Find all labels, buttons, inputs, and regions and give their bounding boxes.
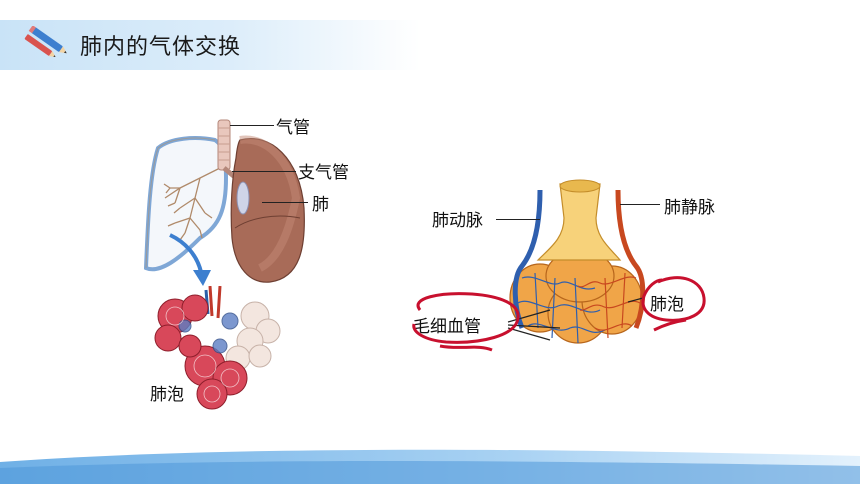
alveolus-annotation-circle	[641, 276, 706, 332]
alveolar-sac-illustration	[509, 179, 646, 344]
slide-title: 肺内的气体交换	[80, 35, 242, 60]
alveoli-cluster-illustration	[154, 286, 281, 410]
alveoli-label: 肺泡	[150, 385, 184, 405]
lung-label: 肺	[312, 195, 329, 215]
trachea-label: 气管	[276, 118, 310, 138]
trachea-leader-line	[230, 125, 274, 127]
header-band	[0, 20, 420, 70]
lungs-illustration	[143, 119, 305, 283]
bronchus-leader-line	[232, 171, 296, 173]
bronchus-label: 支气管	[298, 163, 349, 183]
alveolus-label: 肺泡	[650, 295, 684, 315]
pulmonary-artery-label: 肺动脉	[432, 211, 483, 231]
annotation-overlay	[412, 276, 706, 352]
pulmonary-vein-label: 肺静脉	[664, 198, 715, 218]
lung-leader-line	[262, 202, 308, 204]
pencils-icon	[24, 26, 67, 58]
pulmonary-vein-leader-line	[620, 204, 660, 206]
magnify-arrow-icon	[169, 233, 211, 286]
capillaries-label: 毛细血管	[413, 317, 481, 337]
capillaries-annotation-circle	[412, 292, 520, 352]
pulmonary-artery-leader-line	[496, 219, 540, 221]
footer-wave-band	[0, 449, 860, 484]
